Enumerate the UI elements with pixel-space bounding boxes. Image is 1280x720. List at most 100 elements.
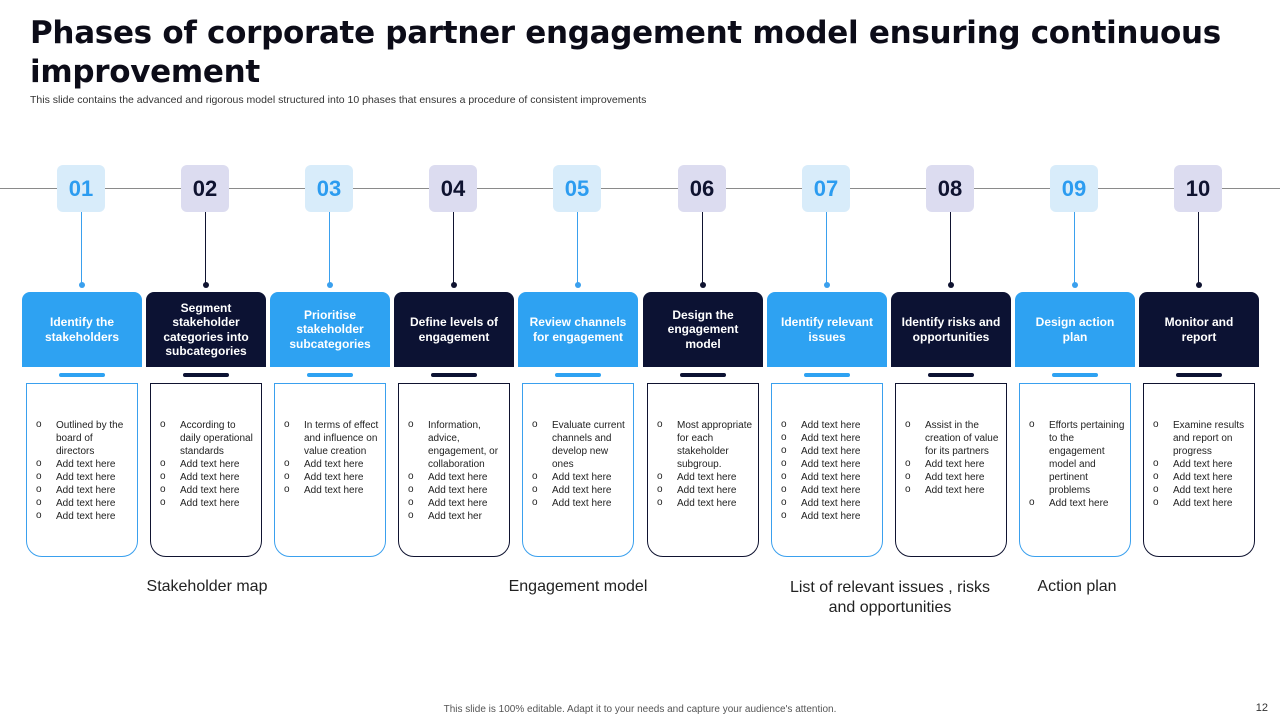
bullet-item: Add text here	[781, 431, 878, 445]
connector-line	[826, 212, 827, 284]
bullet-item: Add text here	[532, 483, 629, 497]
phase-bullet-list: In terms of effect and influence on valu…	[284, 418, 381, 497]
connector-line	[453, 212, 454, 284]
connector-dot	[700, 282, 706, 288]
phase-bullet-list: Assist in the creation of value for its …	[905, 418, 1002, 497]
bullet-item: Add text here	[284, 457, 381, 471]
phase-title: Define levels of engagement	[409, 315, 499, 344]
bullet-item: Add text here	[36, 509, 133, 523]
phase-number-badge: 05	[553, 165, 601, 212]
connector-dot	[1196, 282, 1202, 288]
phase-header: Design action plan	[1015, 292, 1135, 367]
phase-number-badge: 06	[678, 165, 726, 212]
phase-header: Review channels for engagement	[518, 292, 638, 367]
phase-bullet-list: Most appropriate for each stakeholder su…	[657, 418, 754, 510]
bullet-item: Add text here	[781, 444, 878, 458]
connector-line	[81, 212, 82, 284]
phase-bullet-list: According to daily operational standards…	[160, 418, 257, 510]
connector-line	[950, 212, 951, 284]
bullet-item: Add text here	[1153, 470, 1250, 484]
bullet-item: Outlined by the board of directors	[36, 418, 133, 458]
phase-title: Identify relevant issues	[780, 315, 874, 344]
phase-header: Segment stakeholder categories into subc…	[146, 292, 266, 367]
page-number: 12	[1255, 702, 1268, 714]
timeline-line	[0, 188, 1280, 189]
bullet-item: Assist in the creation of value for its …	[905, 418, 1002, 458]
bullet-item: Add text here	[905, 470, 1002, 484]
phase-title: Design the engagement model	[667, 307, 739, 351]
bullet-item: Add text here	[781, 483, 878, 497]
phase-number-badge: 09	[1050, 165, 1098, 212]
bullet-item: Add text here	[781, 470, 878, 484]
bullet-item: Add text here	[1029, 496, 1126, 510]
group-label-engagement-model: Engagement model	[508, 578, 648, 595]
bullet-item: Add text here	[781, 509, 878, 523]
phase-bullet-list: Add text hereAdd text hereAdd text hereA…	[781, 418, 878, 523]
phase-title: Monitor and report	[1164, 315, 1234, 344]
phase-details-card: Information, advice, engagement, or coll…	[398, 383, 510, 557]
phase-tab-bar	[928, 373, 974, 377]
phase-number-badge: 04	[429, 165, 477, 212]
connector-dot	[79, 282, 85, 288]
bullet-item: Add text here	[160, 483, 257, 497]
bullet-item: Add text here	[1153, 483, 1250, 497]
phase-number-badge: 07	[802, 165, 850, 212]
phase-title: Design action plan	[1035, 315, 1115, 344]
phase-tab-bar	[804, 373, 850, 377]
bullet-item: Add text here	[905, 457, 1002, 471]
phase-details-card: Assist in the creation of value for its …	[895, 383, 1007, 557]
phase-header: Define levels of engagement	[394, 292, 514, 367]
connector-line	[329, 212, 330, 284]
connector-line	[577, 212, 578, 284]
connector-line	[702, 212, 703, 284]
phase-bullet-list: Efforts pertaining to the engagement mod…	[1029, 418, 1126, 510]
phase-title: Identify risks and opportunities	[901, 315, 1001, 344]
bullet-item: Evaluate current channels and develop ne…	[532, 418, 629, 471]
bullet-item: Add text here	[657, 483, 754, 497]
bullet-item: Add text here	[36, 457, 133, 471]
phase-tab-bar	[59, 373, 105, 377]
bullet-item: In terms of effect and influence on valu…	[284, 418, 381, 458]
bullet-item: Add text here	[781, 457, 878, 471]
bullet-item: Add text here	[408, 470, 505, 484]
phase-title: Identify the stakeholders	[44, 315, 120, 344]
bullet-item: Add text here	[160, 457, 257, 471]
slide-subtitle: This slide contains the advanced and rig…	[30, 94, 647, 106]
bullet-item: Add text here	[160, 470, 257, 484]
bullet-item: Add text here	[36, 483, 133, 497]
phase-tab-bar	[183, 373, 229, 377]
bullet-item: Add text here	[905, 483, 1002, 497]
phase-details-card: Add text hereAdd text hereAdd text hereA…	[771, 383, 883, 557]
phase-number-badge: 10	[1174, 165, 1222, 212]
footer-note: This slide is 100% editable. Adapt it to…	[443, 704, 837, 715]
connector-line	[205, 212, 206, 284]
phase-details-card: In terms of effect and influence on valu…	[274, 383, 386, 557]
group-label-stakeholder-map: Stakeholder map	[146, 578, 268, 595]
bullet-item: Add text here	[532, 496, 629, 510]
bullet-item: Add text here	[284, 470, 381, 484]
bullet-item: Add text here	[284, 483, 381, 497]
bullet-item: Efforts pertaining to the engagement mod…	[1029, 418, 1126, 497]
phase-bullet-list: Outlined by the board of directorsAdd te…	[36, 418, 133, 523]
phase-number-badge: 03	[305, 165, 353, 212]
phase-tab-bar	[1176, 373, 1222, 377]
group-label-issues-risks: List of relevant issues , risks and oppo…	[789, 579, 991, 616]
bullet-item: Add text here	[781, 496, 878, 510]
phase-details-card: Evaluate current channels and develop ne…	[522, 383, 634, 557]
bullet-item: Add text here	[532, 470, 629, 484]
phase-tab-bar	[431, 373, 477, 377]
connector-line	[1198, 212, 1199, 284]
phase-header: Identify relevant issues	[767, 292, 887, 367]
phase-bullet-list: Information, advice, engagement, or coll…	[408, 418, 505, 523]
connector-dot	[948, 282, 954, 288]
bullet-item: Add text here	[160, 496, 257, 510]
phase-header: Design the engagement model	[643, 292, 763, 367]
phase-number-badge: 01	[57, 165, 105, 212]
